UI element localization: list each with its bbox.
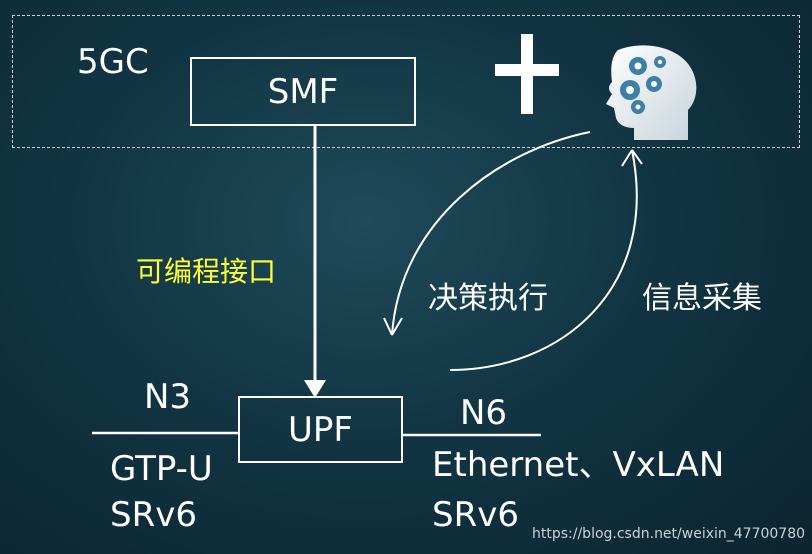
decision-arc-arrow xyxy=(391,131,591,336)
programmable-interface-label: 可编程接口 xyxy=(136,255,277,288)
brain-gears-icon xyxy=(606,45,697,141)
collection-arrowhead xyxy=(621,149,643,167)
5gc-boundary xyxy=(12,15,800,148)
smf-box: SMF xyxy=(190,57,416,126)
n3-protocol-2: SRv6 xyxy=(110,495,197,535)
core-network-label: 5GC xyxy=(77,42,149,82)
smf-label: SMF xyxy=(267,71,339,112)
n3-label: N3 xyxy=(144,377,192,417)
decision-arrowhead xyxy=(383,317,403,336)
decision-execution-label: 决策执行 xyxy=(428,281,548,316)
n6-protocol-1: Ethernet、VxLAN xyxy=(432,445,725,485)
info-collection-label: 信息采集 xyxy=(642,281,762,316)
n6-label: N6 xyxy=(460,393,508,433)
collection-arc-arrow xyxy=(449,149,638,371)
upf-label: UPF xyxy=(288,409,353,450)
plus-icon xyxy=(495,26,559,116)
upf-box: UPF xyxy=(238,396,403,463)
watermark-url: https://blog.csdn.net/weixin_47700780 xyxy=(532,526,806,542)
downward-arrowhead xyxy=(304,380,326,398)
n6-protocol-2: SRv6 xyxy=(432,495,519,535)
n3-protocol-1: GTP-U xyxy=(110,449,213,489)
